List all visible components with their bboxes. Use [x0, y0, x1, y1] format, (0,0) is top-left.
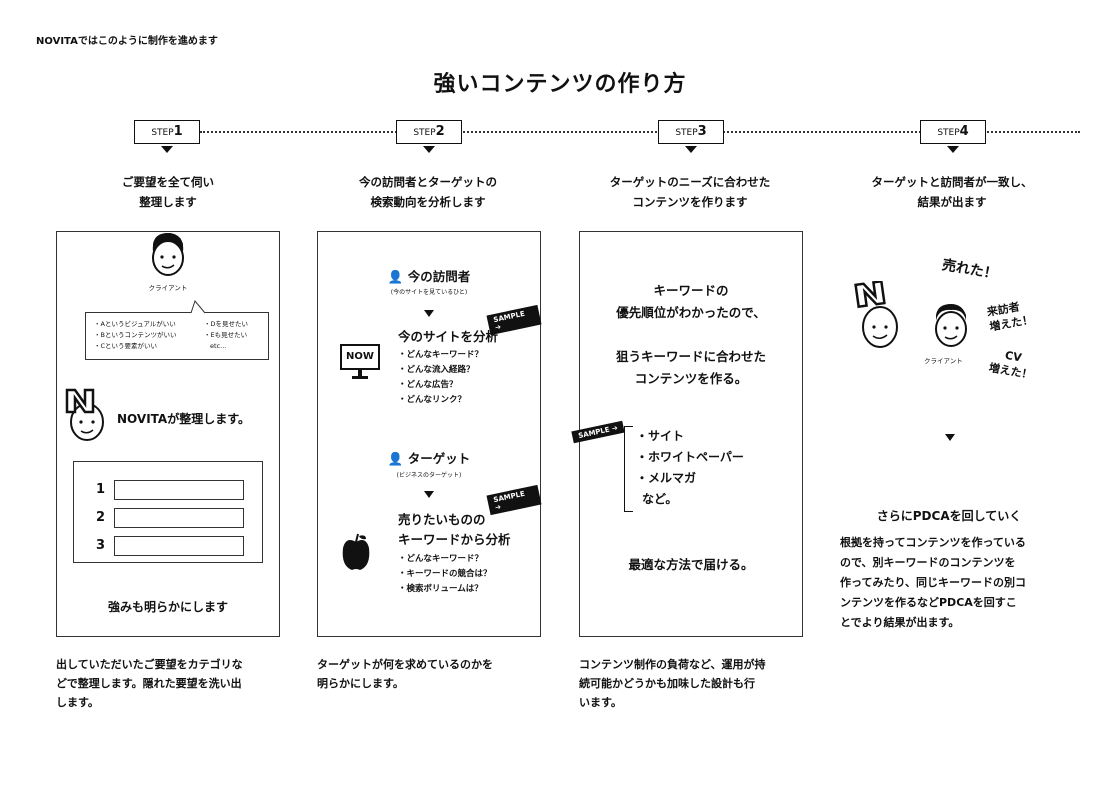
- visitors-up-text: 来訪者増えた！: [985, 300, 1035, 334]
- sample-tag: SAMPLE ➔: [571, 420, 625, 444]
- row-number: 2: [96, 510, 106, 525]
- down-arrow-icon: [424, 310, 434, 317]
- step-1-heading: ご要望を全て伺い整理します: [122, 175, 214, 209]
- content-types-list: ・サイト・ホワイトペーパー・メルマガなど。: [636, 429, 744, 506]
- priority-text: キーワードの優先順位がわかったので、: [616, 283, 766, 320]
- client-face-icon: [935, 304, 967, 347]
- step-timeline-line: [200, 131, 1080, 133]
- row-number: 1: [96, 482, 106, 497]
- visitor-title: 👤 今の訪問者: [387, 269, 471, 284]
- sold-text: 売れた！: [940, 257, 999, 283]
- analyze-keyword: 売りたいもののキーワードから分析: [398, 512, 511, 547]
- step-2-panel: 👤 今の訪問者 (今のサイトを見ているひと) SAMPLE ➔ 今のサイトを分析…: [317, 231, 542, 637]
- apple-icon: [342, 533, 370, 570]
- client-face-icon: [152, 233, 184, 276]
- step-4-heading: ターゲットと訪問者が一致し、結果が出ます: [871, 175, 1033, 209]
- current-site-list: ・どんなキーワード？・どんな流入経路？・どんな広告？・どんなリンク？: [398, 350, 484, 405]
- step-1-caption: 出していただいたご要望をカテゴリなどで整理します。隠れた要望を洗い出します。: [56, 658, 243, 709]
- client-label: クライアント: [924, 357, 963, 365]
- step-3-arrow-icon: [685, 146, 697, 153]
- step-4-arrow-icon: [947, 146, 959, 153]
- person-icon: 👤: [387, 269, 404, 284]
- step-2-caption: ターゲットが何を求めているのかを明らかにします。: [317, 658, 493, 690]
- step-2-heading: 今の訪問者とターゲットの検索動向を分析します: [359, 175, 497, 209]
- monitor-icon: NOW: [340, 344, 380, 379]
- bubble-tail-icon: [190, 300, 206, 314]
- novita-organize-text: NOVITAが整理します。: [117, 412, 251, 426]
- step-3-heading: ターゲットのニーズに合わせたコンテンツを作ります: [609, 175, 771, 209]
- panel-1-footer: 強みも明らかにします: [107, 600, 228, 614]
- keyword-list: ・どんなキーワード？・キーワードの競合は？・検索ボリュームは？: [398, 554, 492, 594]
- request-bubble: ・Aというビジュアルがいい・Bというコンテンツがいい・Cという要素がいい ・Dを…: [85, 312, 269, 360]
- target-content-text: 狙うキーワードに合わせたコンテンツを作る。: [615, 349, 766, 386]
- row-field: [114, 508, 244, 528]
- priority-list-box: 1 2 3: [73, 461, 263, 563]
- novita-face-icon: [854, 281, 898, 348]
- step-2-arrow-icon: [423, 146, 435, 153]
- step-2-badge: STEP2: [396, 120, 462, 144]
- step-1-arrow-icon: [161, 146, 173, 153]
- top-note: NOVITAではこのように制作を進めます: [36, 36, 218, 47]
- step-1-badge: STEP1: [134, 120, 200, 144]
- row-field: [114, 480, 244, 500]
- row-number: 3: [96, 538, 106, 553]
- target-title: 👤 ターゲット: [387, 451, 471, 466]
- target-sub: (ビジネスのターゲット): [396, 472, 462, 479]
- step-3-panel: キーワードの優先順位がわかったので、 狙うキーワードに合わせたコンテンツを作る。…: [571, 231, 803, 637]
- analyze-current-site: 今のサイトを分析: [398, 329, 499, 344]
- row-field: [114, 536, 244, 556]
- down-arrow-icon: [945, 434, 955, 441]
- panel-3-footer: 最適な方法で届ける。: [628, 557, 754, 572]
- pdca-title: さらにPDCAを回していく: [876, 509, 1022, 523]
- page-title: 強いコンテンツの作り方: [433, 72, 687, 97]
- step-1-panel: クライアント ・Aというビジュアルがいい・Bというコンテンツがいい・Cという要素…: [56, 231, 280, 637]
- content-bracket: [624, 426, 633, 512]
- down-arrow-icon: [424, 491, 434, 498]
- person-icon: 👤: [387, 451, 404, 466]
- client-label: クライアント: [148, 284, 188, 292]
- step-3-badge: STEP3: [658, 120, 724, 144]
- pdca-body: 根拠を持ってコンテンツを作っているので、別キーワードのコンテンツを作ってみたり、…: [840, 536, 1027, 629]
- novita-face-icon: [65, 388, 104, 441]
- step-3-caption: コンテンツ制作の負荷など、運用が持続可能かどうかも加味した設計も行います。: [579, 658, 766, 709]
- visitor-sub: (今のサイトを見ているひと): [390, 289, 468, 296]
- step-4-badge: STEP4: [920, 120, 986, 144]
